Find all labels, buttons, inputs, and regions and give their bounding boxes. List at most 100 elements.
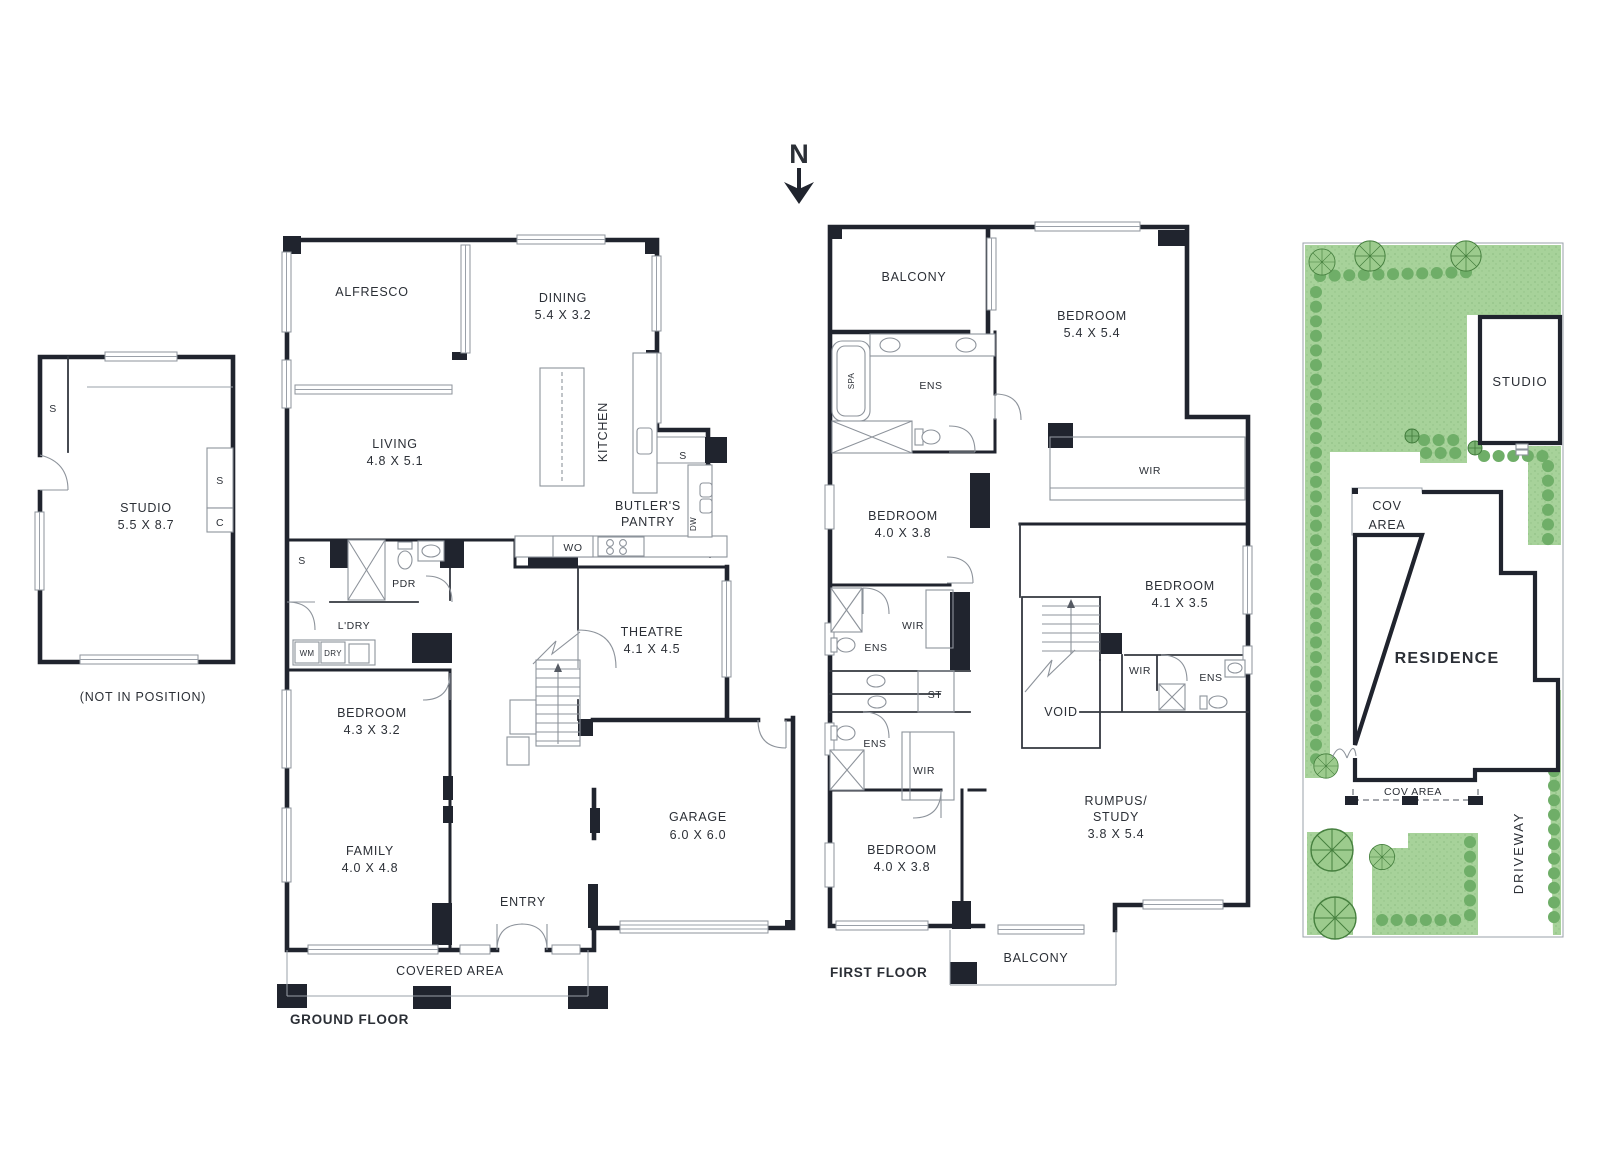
dishwasher-label: DW (689, 517, 698, 531)
first-floor-caption: FIRST FLOOR (830, 965, 927, 980)
tree-icon (1308, 248, 1336, 276)
room-living-dims: 4.8 X 5.1 (367, 454, 424, 468)
dryer-label: DRY (324, 649, 342, 658)
cooktop (597, 536, 645, 557)
pillar (568, 986, 608, 1009)
room-bedroom-bottom: BEDROOM (867, 843, 937, 857)
studio-closet-c-right: C (216, 517, 224, 529)
studio-plan: S S C STUDIO 5.5 X 8.7 (NOT IN POSITION) (34, 351, 236, 704)
site-residence-building (1352, 489, 1561, 783)
basin-icon (1227, 662, 1243, 674)
ground-floor-plan: ALFRESCO DINING 5.4 X 3.2 LIVING 4.8 X 5… (277, 234, 796, 1027)
room-bedroom-gf: BEDROOM (337, 706, 407, 720)
storage-s-label: S (298, 555, 306, 567)
wall-oven (552, 535, 594, 558)
tree-icon (1313, 753, 1339, 779)
site-entry-door (1331, 747, 1357, 759)
room-ens-top: ENS (919, 380, 942, 392)
north-label: N (789, 139, 809, 169)
room-ens-low: ENS (863, 738, 886, 750)
room-rumpus-line2: STUDY (1093, 810, 1139, 824)
tree-icon (1450, 240, 1482, 272)
room-alfresco: ALFRESCO (335, 285, 408, 299)
room-bedroom-master: BEDROOM (1057, 309, 1127, 323)
room-garage: GARAGE (669, 810, 727, 824)
room-entry: ENTRY (500, 895, 546, 909)
room-garage-dims: 6.0 X 6.0 (670, 828, 727, 842)
staircase-void (1021, 596, 1101, 749)
site-residence-label: RESIDENCE (1395, 650, 1500, 667)
basin-icon (867, 695, 887, 709)
room-rumpus-dims: 3.8 X 5.4 (1088, 827, 1145, 841)
pillar (413, 986, 451, 1009)
room-bedroom-bottom-dims: 4.0 X 3.8 (874, 860, 931, 874)
stepping-stones (1474, 846, 1500, 934)
room-butlers-pantry-line2: PANTRY (621, 515, 675, 529)
first-floor-plan: BALCONY BEDROOM 5.4 X 5.4 SPA ENS WIR BE… (824, 221, 1253, 986)
site-plan: STUDIO COV AREA RESIDENCE COV AREA DRIVE… (1302, 240, 1564, 940)
room-covered-area: COVERED AREA (396, 964, 504, 978)
site-cov-area-upper (1351, 487, 1423, 536)
room-void: VOID (1044, 705, 1078, 719)
washing-machine-label: WM (300, 649, 315, 658)
room-butlers-pantry-line1: BUTLER'S (615, 499, 681, 513)
wardrobe (1049, 436, 1246, 501)
room-bedroom-gf-dims: 4.3 X 3.2 (344, 723, 401, 737)
room-wir-low: WIR (913, 765, 935, 777)
toilet-icon (836, 725, 856, 741)
studio-caption: (NOT IN POSITION) (80, 690, 206, 704)
tree-icon (1368, 843, 1396, 871)
pantry-shelf-s: S (679, 450, 687, 462)
room-kitchen: KITCHEN (596, 402, 610, 462)
wall-oven-label: WO (563, 542, 582, 554)
basin-icon (421, 544, 441, 558)
room-ens-right: ENS (1199, 672, 1222, 684)
kitchen-island (539, 367, 585, 487)
room-family: FAMILY (346, 844, 394, 858)
toilet-icon (1208, 695, 1228, 709)
room-theatre-dims: 4.1 X 4.5 (624, 642, 681, 656)
room-wir-top: WIR (1139, 465, 1161, 477)
pillar (1402, 796, 1418, 805)
toilet-icon (836, 637, 856, 653)
room-bedroom-mid-dims: 4.0 X 3.8 (875, 526, 932, 540)
basin-icon (879, 337, 901, 353)
room-bedroom-mid: BEDROOM (868, 509, 938, 523)
room-wir-mid: WIR (902, 620, 924, 632)
room-theatre: THEATRE (621, 625, 684, 639)
site-cov-area-line1: COV (1372, 499, 1401, 513)
room-living: LIVING (372, 437, 418, 451)
room-bedroom-right-dims: 4.1 X 3.5 (1152, 596, 1209, 610)
toilet-icon (921, 429, 941, 445)
staircase (506, 631, 581, 766)
pillar (1345, 796, 1358, 805)
lawn-front-middle (1372, 833, 1478, 935)
dryer (320, 641, 346, 664)
room-dining: DINING (539, 291, 587, 305)
tree-icon (1310, 828, 1354, 872)
room-rumpus-line1: RUMPUS/ (1085, 794, 1148, 808)
studio-room-label: STUDIO (120, 501, 172, 515)
north-arrow-icon: N (784, 139, 814, 204)
room-ens-mid: ENS (864, 642, 887, 654)
studio-room-dims: 5.5 X 8.7 (118, 518, 175, 532)
shrub-row (1314, 266, 1482, 282)
room-dining-dims: 5.4 X 3.2 (535, 308, 592, 322)
basin-icon (866, 674, 886, 688)
basin-icon (955, 337, 977, 353)
ground-floor-caption: GROUND FLOOR (290, 1012, 409, 1027)
pillar (950, 962, 977, 984)
studio-closet-s-right: S (216, 475, 224, 487)
site-cov-area-line2: AREA (1368, 518, 1405, 532)
kitchen-sink (636, 427, 653, 455)
room-balcony-top: BALCONY (882, 270, 947, 284)
wardrobe (901, 731, 955, 801)
room-balcony-bottom: BALCONY (1004, 951, 1069, 965)
tree-icon (1354, 240, 1386, 272)
room-family-dims: 4.0 X 4.8 (342, 861, 399, 875)
site-studio-label: STUDIO (1492, 374, 1547, 389)
room-pdr: PDR (392, 578, 416, 590)
site-cov-area-lower: COV AREA (1384, 786, 1442, 798)
